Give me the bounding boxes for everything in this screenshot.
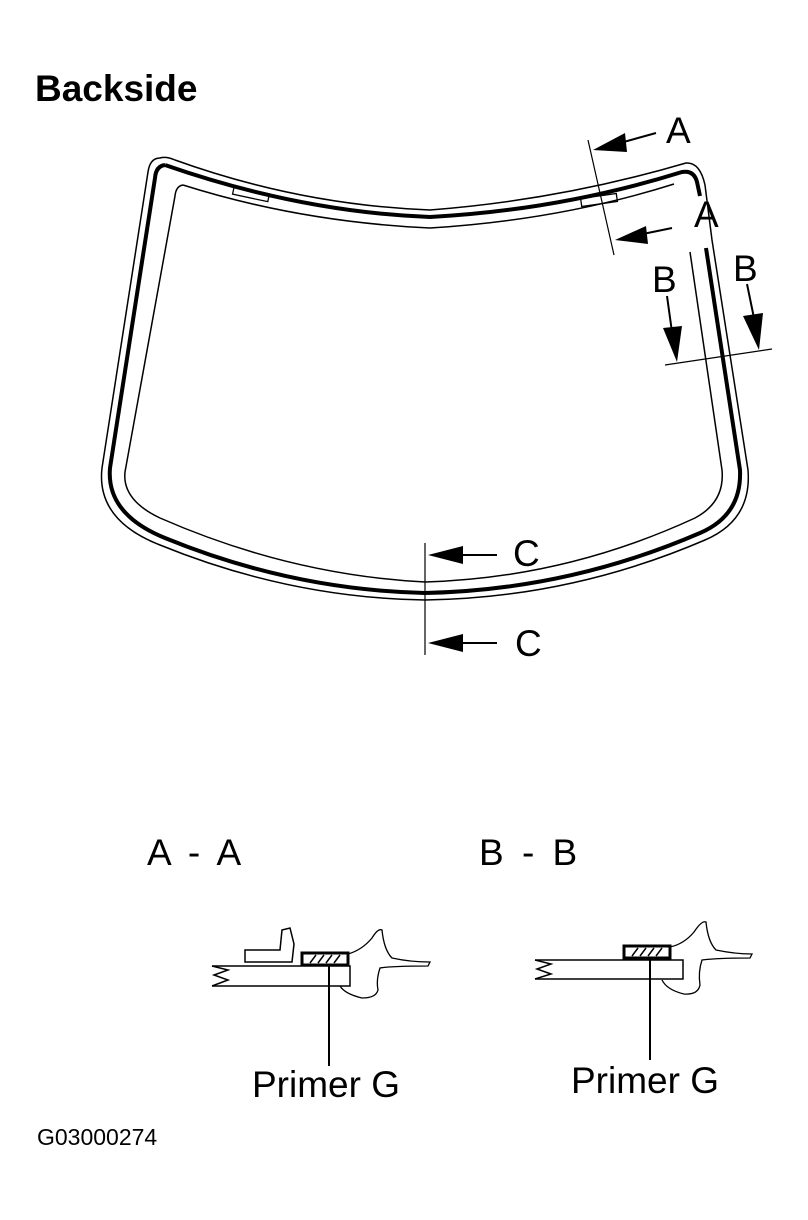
primer-label-b: Primer G: [571, 1060, 719, 1101]
callout-a-top: A: [666, 110, 691, 151]
windshield-seal-band: [107, 163, 743, 596]
section-title-b: B - B: [479, 832, 579, 873]
callout-c-top: C: [513, 533, 540, 574]
break-mark-icon: [534, 959, 554, 980]
arrow-b-left-icon: [663, 326, 682, 362]
break-mark-icon: [211, 965, 231, 987]
diagram-title: Backside: [35, 68, 198, 109]
windshield-inner-edge: [124, 184, 723, 583]
section-line-b: [664, 348, 773, 366]
section-a-detail: [211, 927, 432, 1066]
arrow-c-top-icon: [428, 546, 463, 564]
arrow-b-right-icon: [743, 313, 763, 350]
windshield-outer-edge: [100, 156, 750, 601]
top-clip-left: [231, 185, 271, 203]
arrow-c-bottom-icon: [428, 634, 463, 652]
arrow-a-bottom-icon: [615, 226, 648, 244]
windshield-seal-band-top: [164, 163, 702, 220]
section-title-a: A - A: [147, 832, 243, 873]
top-clip-right: [579, 192, 619, 208]
callout-a-bottom: A: [694, 194, 719, 235]
section-line-a: [587, 139, 615, 256]
figure-id: G03000274: [37, 1124, 158, 1150]
callout-b-right: B: [733, 248, 758, 289]
primer-label-a: Primer G: [252, 1064, 400, 1105]
section-b-detail: [534, 921, 754, 1060]
arrow-a-top-icon: [593, 133, 627, 152]
callout-c-bottom: C: [515, 623, 542, 664]
callout-b-left: B: [652, 259, 677, 300]
